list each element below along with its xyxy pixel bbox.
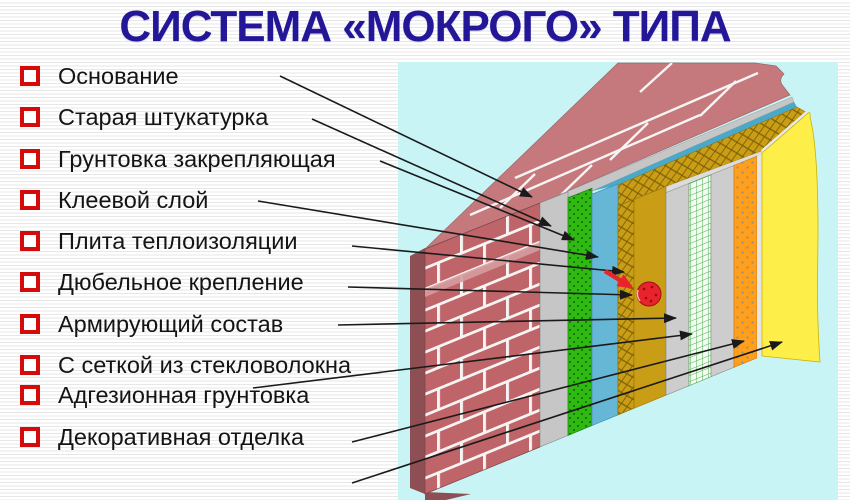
callout-arrows	[252, 75, 783, 484]
layer-decorative-finish	[761, 112, 821, 363]
checkbox-bullet-icon	[20, 426, 40, 447]
page-title: СИСТЕМА «МОКРОГО» ТИПА	[119, 2, 731, 51]
layer-insulation-edge	[617, 198, 635, 416]
checkbox-bullet-icon	[20, 313, 40, 334]
arrow-to-insulation	[351, 245, 625, 276]
dowel-head-dots	[642, 285, 658, 303]
checkbox-bullet-icon	[20, 385, 40, 406]
checkbox-bullet-icon	[20, 355, 40, 376]
wall-top-joint-lines	[469, 63, 759, 217]
wall-top-surface	[424, 62, 791, 250]
checkbox-bullet-icon	[20, 231, 40, 252]
checkbox-bullet-icon	[20, 107, 40, 128]
arrow-to-dowel	[347, 286, 633, 300]
checkbox-bullet-icon	[20, 66, 40, 86]
legend-label: Декоративная отделка	[58, 423, 305, 450]
wall-bottom-edge	[425, 492, 471, 500]
legend-label: С сеткой из стекловолокна	[58, 352, 352, 379]
layer-base-brick-wall	[424, 202, 541, 495]
layer-thin-edge-strip	[757, 154, 762, 358]
adhesive-top-band	[592, 102, 797, 191]
reinforcement-top-band	[666, 151, 762, 193]
layer-old-plaster	[539, 191, 569, 448]
legend-label: Клеевой слой	[58, 186, 209, 213]
dowel-head-highlight	[636, 289, 641, 302]
dowel-fastener	[603, 269, 662, 307]
legend-label: Грунтовка закрепляющая	[58, 145, 336, 172]
legend-label: Старая штукатурка	[58, 104, 269, 131]
legend-item-kleevoy-sloy: Клеевой слой	[20, 180, 372, 221]
dowel-red-arrow	[603, 269, 634, 289]
legend-item-staraya-shtukaturka: Старая штукатурка	[20, 97, 372, 138]
layer-reinforcing-compound	[665, 182, 690, 396]
layer-adhesive	[591, 183, 619, 426]
legend-item-armiruyushchiy-sostav: Армирующий состав	[20, 304, 372, 345]
legend-item-setka: С сеткой из стекловолокна	[20, 345, 372, 386]
arrow-to-base	[279, 75, 533, 198]
arrow-to-fixing-primer	[379, 160, 575, 241]
layer-adhesion-primer	[733, 155, 758, 368]
arrow-to-adhesive	[257, 200, 599, 260]
brick-ledge-highlight	[425, 242, 540, 297]
dowel-head	[636, 281, 662, 307]
wall-side-face	[410, 248, 425, 494]
legend-label: Армирующий состав	[58, 310, 284, 337]
checkbox-bullet-icon	[20, 148, 40, 169]
legend-item-gruntovka: Грунтовка закрепляющая	[20, 139, 372, 180]
arrow-to-old-plaster	[311, 118, 552, 227]
legend-label: Плита теплоизоляции	[58, 228, 298, 255]
legend-item-dyubel: Дюбельное крепление	[20, 262, 372, 303]
legend-item-dekorativnaya-otdelka: Декоративная отделка	[20, 417, 372, 458]
checkbox-bullet-icon	[20, 272, 40, 293]
legend-label: Дюбельное крепление	[58, 269, 304, 296]
legend-label: Основание	[58, 63, 179, 89]
arrow-to-adhesion-primer	[351, 339, 745, 443]
layer-fixing-primer	[567, 187, 593, 436]
arrow-to-reinforcing-compound	[337, 313, 677, 326]
arrow-to-decorative-finish	[351, 340, 783, 484]
legend-item-osnovanie: Основание	[20, 56, 372, 97]
arrow-to-fiberglass-mesh	[252, 330, 693, 389]
legend-list: Основание Старая штукатурка Грунтовка за…	[20, 56, 372, 458]
legend-item-plita-teploizolyacii: Плита теплоизоляции	[20, 221, 372, 262]
checkbox-bullet-icon	[20, 189, 40, 210]
